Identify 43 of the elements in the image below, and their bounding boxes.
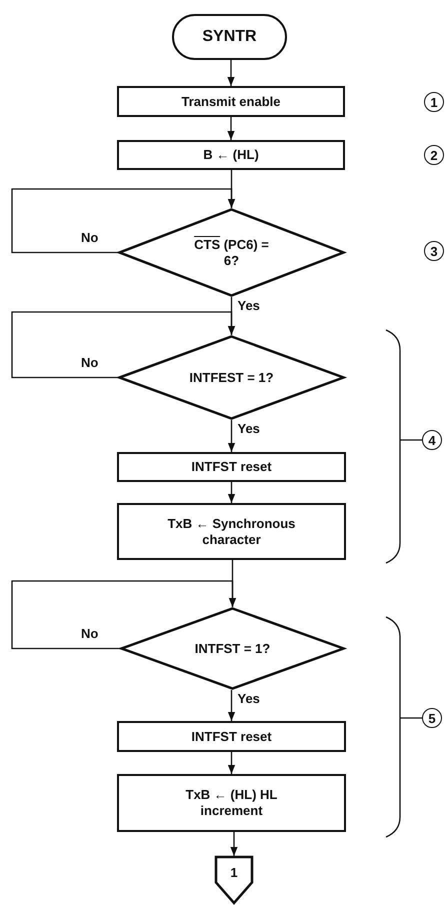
arrow [11, 580, 236, 650]
arrow [228, 690, 236, 721]
node-label: 1 [230, 865, 238, 881]
callout-number: 1 [424, 92, 444, 112]
arrow [228, 752, 236, 774]
edge-label: No [80, 230, 100, 244]
edge-label: Yes [236, 422, 261, 436]
arrow [230, 832, 238, 856]
node-label: INTFST = 1? [194, 640, 270, 656]
decision-diamond [118, 335, 345, 420]
edge-label: No [80, 626, 100, 640]
arrow [11, 311, 236, 378]
callout-number: 2 [424, 145, 444, 165]
process-box [117, 452, 346, 482]
off-page-connector [215, 856, 253, 904]
arrow [228, 482, 236, 503]
arrow [11, 188, 236, 254]
node-label: Transmit enable [182, 94, 280, 110]
node-label: INTFST reset [191, 459, 272, 475]
process-box [117, 503, 346, 560]
node-label: B ← (HL) [203, 147, 259, 163]
process-box [117, 774, 346, 832]
process-box [117, 140, 345, 170]
callout-number: 4 [422, 430, 442, 450]
edge-label: No [80, 356, 100, 370]
process-box [117, 721, 346, 752]
callout-number: 5 [422, 708, 442, 728]
edge-label: Yes [236, 692, 261, 706]
decision-diamond [118, 208, 345, 297]
node-label: TxB ← (HL) HL increment [184, 787, 278, 819]
callout-number: 3 [424, 241, 444, 261]
arrow [227, 117, 235, 140]
process-box [117, 86, 345, 117]
arrow [228, 420, 236, 452]
node-label: TxB ← Synchronous character [166, 516, 296, 548]
node-label: INTFEST = 1? [189, 370, 274, 386]
decision-diamond [120, 607, 345, 690]
terminal-shape [172, 14, 287, 60]
node-label: INTFST reset [191, 728, 272, 744]
edge-label: Yes [236, 299, 261, 313]
node-label: CTS (PC6) = 6? [193, 236, 270, 268]
arrow [227, 60, 235, 86]
node-label: SYNTR [202, 29, 257, 45]
